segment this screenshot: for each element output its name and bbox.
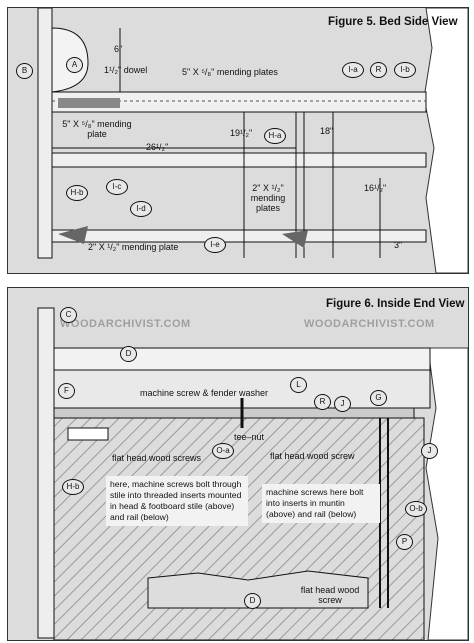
- mending-plate-left-label: 5" X ⁵/₈" mending plate: [62, 119, 132, 139]
- callout-r: R: [314, 394, 331, 410]
- callout-i-c: I-c: [106, 179, 128, 195]
- side-rail: [51, 91, 427, 113]
- figure-5-title: Figure 5. Bed Side View: [328, 16, 458, 28]
- callout-g: G: [370, 390, 387, 406]
- bottom-rail: [51, 229, 427, 243]
- middle-rail: [51, 152, 427, 168]
- callout-c: C: [60, 307, 77, 323]
- figure-5-panel: Figure 5. Bed Side View 6" 1¹/₂" dowel 5…: [7, 7, 469, 274]
- figure-6-panel: Figure 6. Inside End View WOODARCHIVIST.…: [7, 287, 469, 641]
- mending-plate-bottom-label: 2" X ¹/₂" mending plate: [88, 242, 179, 252]
- callout-i-b: I-b: [394, 62, 416, 78]
- machine-screw-label: machine screw & fender washer: [140, 388, 269, 398]
- callout-h-b: H-b: [66, 185, 88, 201]
- dimension-18: 18": [320, 126, 334, 136]
- bed-post: [37, 8, 53, 259]
- callout-j-right: J: [421, 443, 438, 459]
- figure-6-title: Figure 6. Inside End View: [326, 298, 465, 310]
- note-right: machine screws here bolt into inserts in…: [262, 484, 380, 523]
- callout-h-b: H-b: [62, 479, 84, 495]
- tear-edge: [423, 8, 468, 273]
- callout-f: F: [58, 383, 75, 399]
- mending-plates-top-label: 5" X ⁵/₈" mending plates: [182, 67, 278, 77]
- callout-r: R: [370, 62, 387, 78]
- callout-b: B: [16, 63, 33, 79]
- callout-o-b: O-b: [405, 501, 427, 517]
- mending-plates-mid-label: 2" X ¹/₂" mending plates: [250, 183, 286, 213]
- corner-post: [37, 307, 55, 639]
- callout-o-a: O-a: [212, 443, 234, 459]
- cross-rail: [53, 407, 415, 419]
- callout-a: A: [66, 57, 83, 73]
- callout-p: P: [396, 534, 413, 550]
- callout-h-a: H-a: [264, 128, 286, 144]
- dimension-6: 6": [114, 44, 123, 54]
- dowel-label: 1¹/₂" dowel: [104, 65, 148, 75]
- tee-nut-label: tee–nut: [234, 432, 265, 442]
- callout-l: L: [290, 377, 307, 393]
- figure-6-drawing: [37, 307, 468, 640]
- dimension-26: 26¹/₂": [146, 142, 169, 152]
- note-left: here, machine screws bolt through stile …: [106, 476, 248, 526]
- figure-5-drawing: [37, 8, 468, 273]
- watermark-left: WOODARCHIVIST.COM: [60, 318, 191, 330]
- callout-i-d: I-d: [130, 201, 152, 217]
- dimension-16: 16¹/₂": [364, 183, 387, 193]
- flat-head-left-label: flat head wood screws: [112, 453, 202, 463]
- dimension-19: 19¹/₂": [230, 128, 253, 138]
- callout-i-a: I-a: [342, 62, 364, 78]
- flat-head-right-label: flat head wood screw: [270, 451, 355, 461]
- top-rail: [53, 347, 431, 371]
- callout-d-bottom: D: [244, 593, 261, 609]
- flat-head-bottom-label: flat head wood screw: [300, 585, 360, 605]
- dimension-3: 3": [394, 240, 403, 250]
- watermark-right: WOODARCHIVIST.COM: [304, 318, 435, 330]
- callout-d-top: D: [120, 346, 137, 362]
- callout-j-top: J: [334, 396, 351, 412]
- callout-i-e: I-e: [204, 237, 226, 253]
